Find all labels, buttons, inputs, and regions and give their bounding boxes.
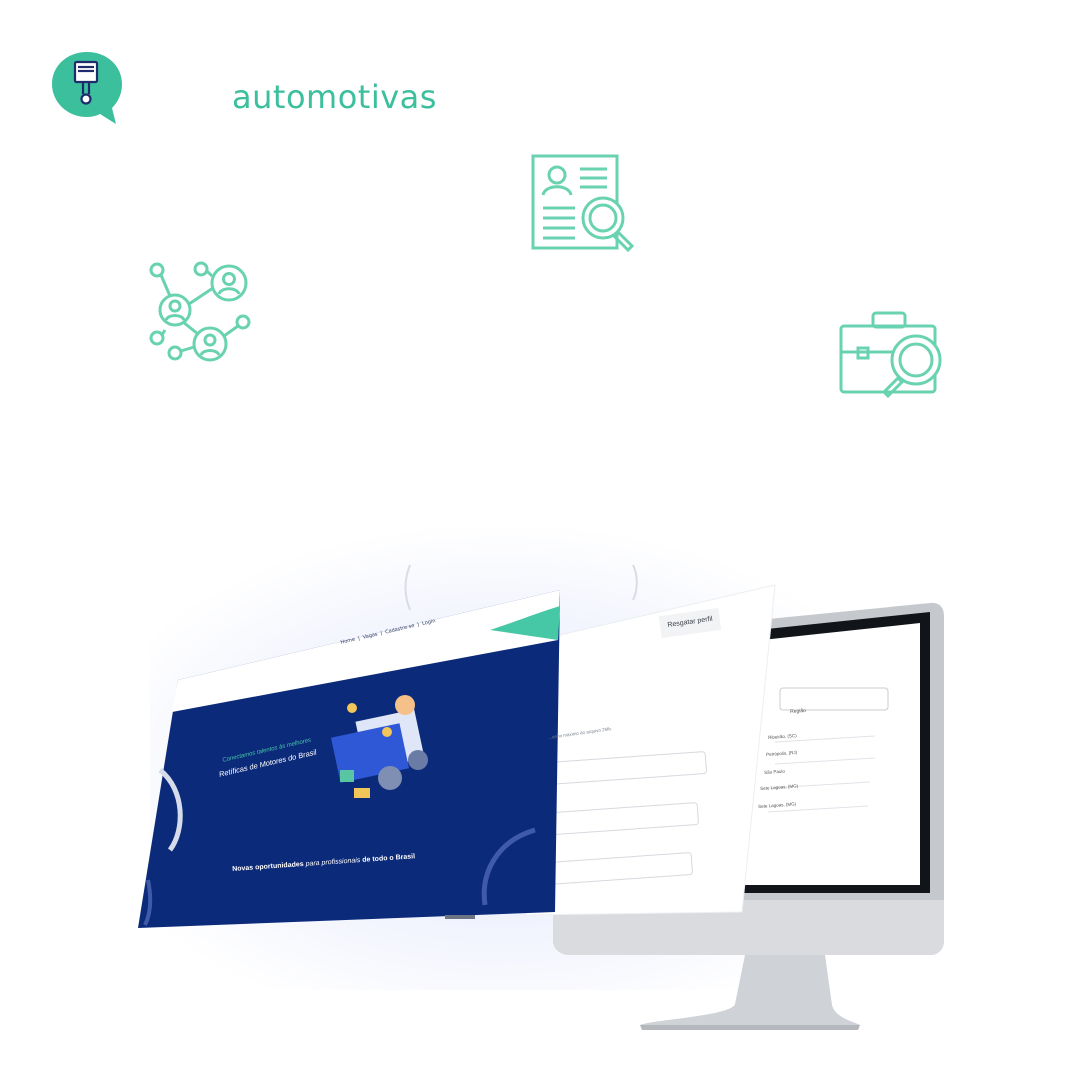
resume-search-icon [531,154,635,253]
region-select[interactable]: Região [790,707,807,715]
briefcase-search-icon [839,311,942,399]
brand-wordmark: automotivas [232,78,437,116]
brand-logo [52,52,122,124]
piston-head-icon [73,60,99,105]
network-people-icon [149,261,251,362]
